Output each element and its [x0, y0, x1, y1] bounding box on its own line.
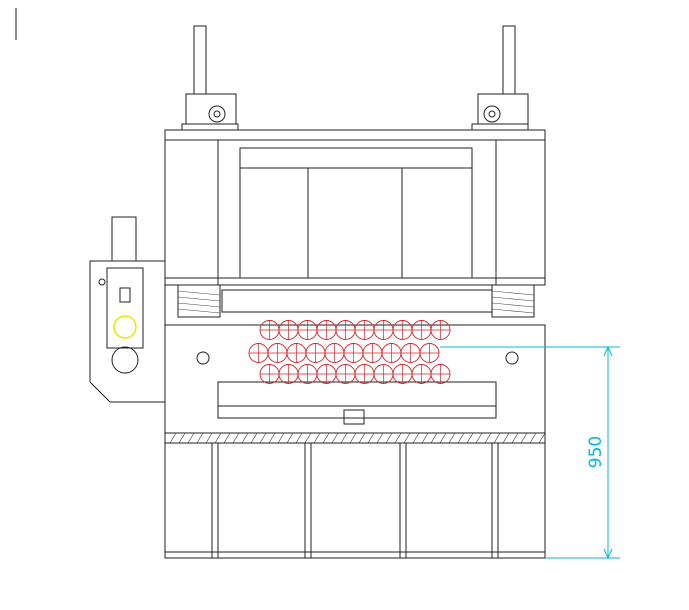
pipe	[286, 343, 307, 363]
pipe	[297, 364, 318, 384]
pipe	[430, 320, 451, 340]
pipe	[248, 343, 269, 363]
pipe	[278, 364, 299, 384]
ram-frame	[164, 289, 546, 434]
left-spring	[177, 284, 221, 318]
indicator-light	[113, 315, 137, 339]
pipe	[343, 343, 364, 363]
pipe	[316, 364, 337, 384]
die-rail	[164, 432, 546, 444]
pipe	[381, 343, 402, 363]
pipe	[259, 320, 280, 340]
pipe	[354, 320, 375, 340]
pipe	[335, 364, 356, 384]
pipe	[362, 343, 383, 363]
pipe	[267, 343, 288, 363]
control-panel	[89, 216, 166, 403]
left-column	[181, 25, 239, 131]
pipe	[400, 343, 421, 363]
height-dimension: 950	[440, 345, 620, 560]
right-column	[471, 25, 529, 131]
pipe	[411, 320, 432, 340]
pipe-bundle	[248, 320, 451, 384]
upper-housing	[164, 129, 546, 286]
pipe	[335, 320, 356, 340]
pipe	[305, 343, 326, 363]
pipe	[373, 320, 394, 340]
pipe	[430, 364, 451, 384]
pipe	[411, 364, 432, 384]
dimension-label: 950	[586, 436, 606, 468]
pipe	[419, 343, 440, 363]
pipe	[316, 320, 337, 340]
pipe	[392, 364, 413, 384]
right-spring	[491, 284, 535, 318]
pipe	[392, 320, 413, 340]
pipe	[354, 364, 375, 384]
pipe	[373, 364, 394, 384]
pipe	[278, 320, 299, 340]
pipe	[259, 364, 280, 384]
pipe	[297, 320, 318, 340]
pipe	[324, 343, 345, 363]
base-frame	[164, 432, 546, 559]
